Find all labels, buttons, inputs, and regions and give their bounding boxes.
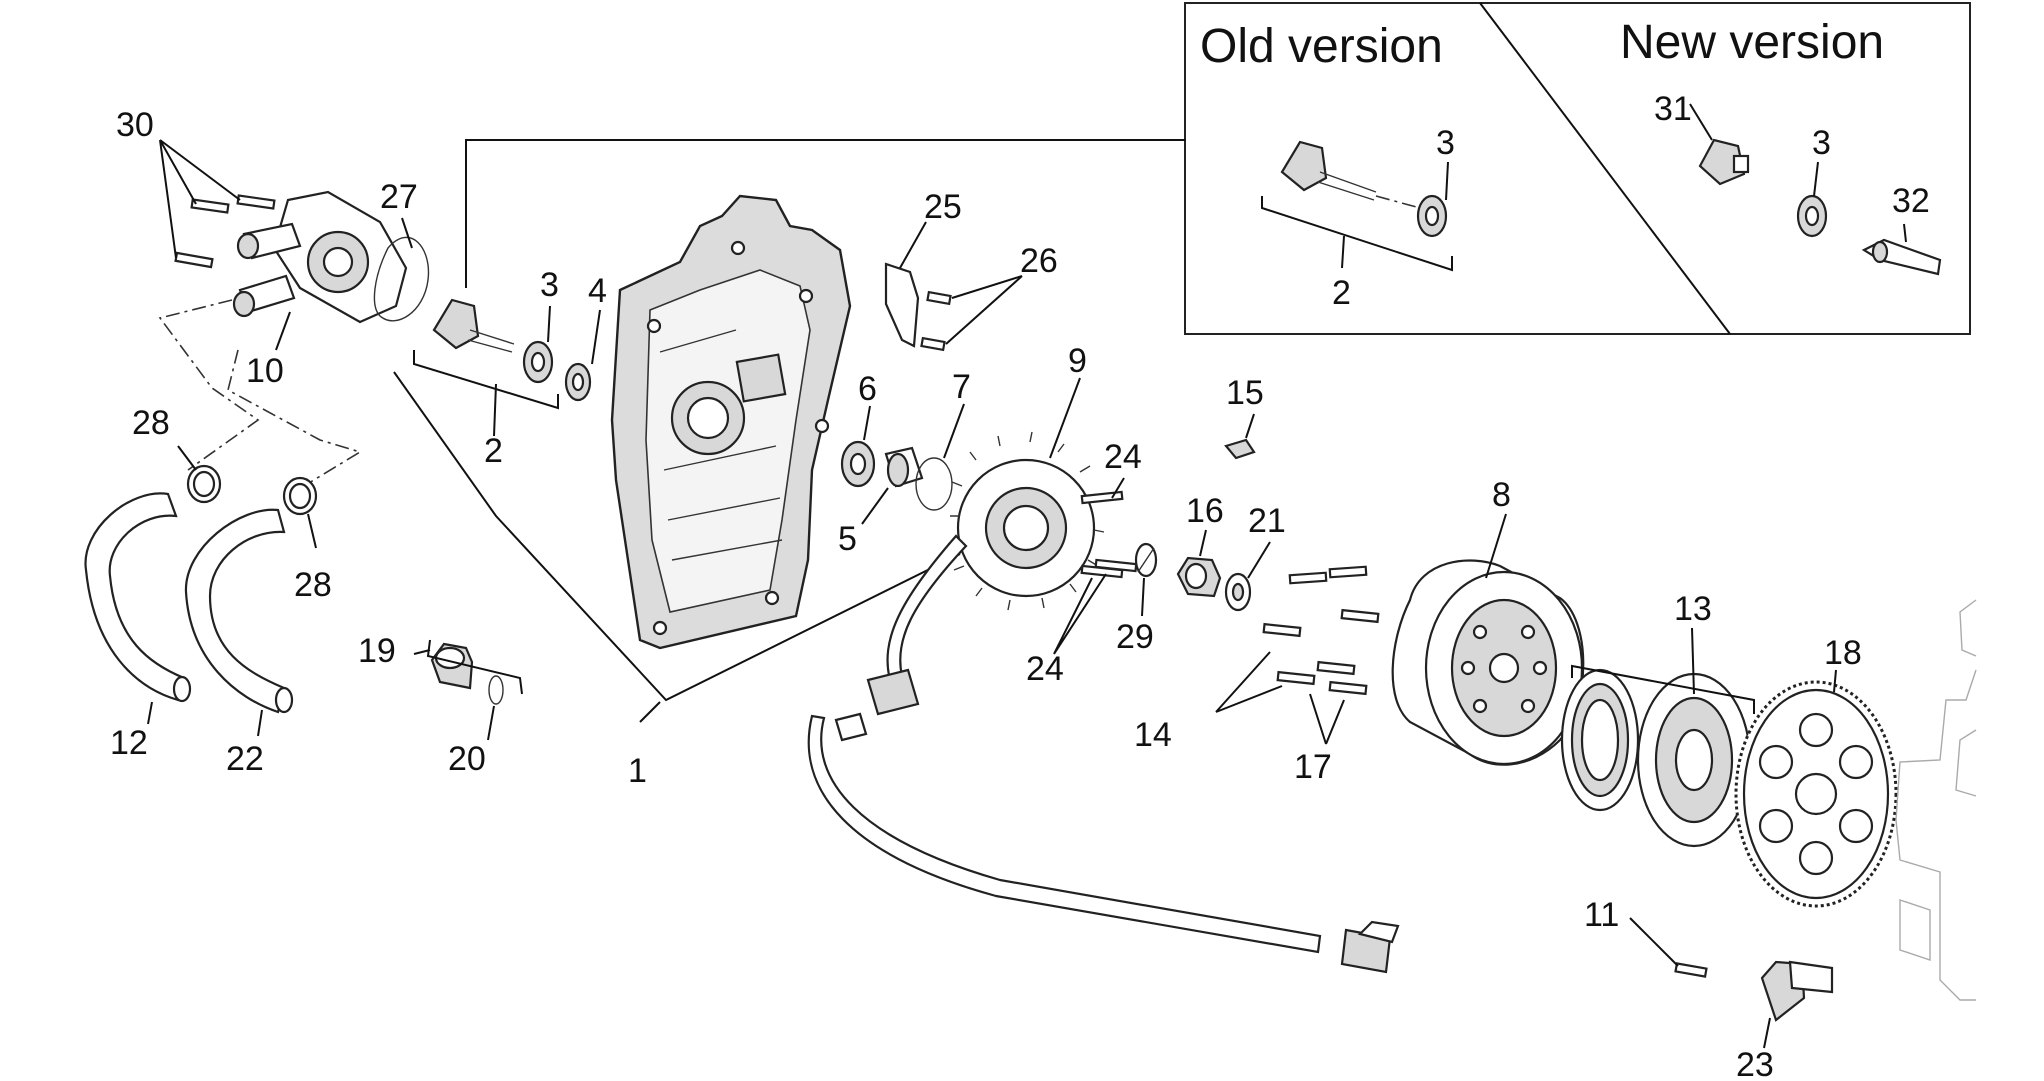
callout-29: 29	[1116, 618, 1154, 656]
bracket-25	[884, 262, 920, 348]
pump-shaft-2	[432, 298, 515, 353]
callout-2-inset: 2	[1332, 274, 1351, 312]
screw-11	[1674, 962, 1708, 978]
screws-26	[920, 290, 952, 352]
old-version-title: Old version	[1200, 20, 1443, 73]
clamp-28a	[186, 464, 222, 504]
callout-20: 20	[448, 740, 486, 778]
hose-22	[184, 508, 286, 714]
stator-9	[947, 431, 1105, 611]
callout-labels: 1 2 2 3 3 3 4 5 6 7 8 9 10 11 12 13 14 1…	[110, 90, 1930, 1081]
callout-27: 27	[380, 178, 418, 216]
flywheel-8	[1391, 559, 1585, 766]
gasket-27	[373, 236, 430, 322]
callout-16: 16	[1186, 492, 1224, 530]
bolts-24	[1080, 490, 1138, 579]
engine-cover-1	[610, 194, 852, 650]
starter-gear-18	[1734, 680, 1898, 908]
callout-7: 7	[952, 368, 971, 406]
freewheel-13	[1560, 668, 1752, 848]
new-shaft-32	[1861, 238, 1942, 276]
callout-17: 17	[1294, 748, 1332, 786]
callout-31: 31	[1654, 90, 1692, 128]
new-seal-3	[1796, 194, 1828, 238]
washer-21	[1224, 572, 1252, 612]
callout-23: 23	[1736, 1046, 1774, 1081]
screws-14	[1262, 565, 1368, 686]
callout-25: 25	[924, 188, 962, 226]
callout-10: 10	[246, 352, 284, 390]
new-version-title: New version	[1620, 16, 1884, 69]
callout-8: 8	[1492, 476, 1511, 514]
oring-20	[488, 675, 504, 705]
nut-16	[1176, 556, 1222, 598]
callout-12: 12	[110, 724, 148, 762]
callout-26: 26	[1020, 242, 1058, 280]
bracket-23	[1760, 960, 1834, 1022]
callout-22: 22	[226, 740, 264, 778]
callout-11: 11	[1584, 896, 1619, 934]
callout-3: 3	[540, 266, 559, 304]
old-pump-shaft	[1280, 140, 1421, 209]
washer-4	[564, 362, 592, 402]
callout-21: 21	[1248, 502, 1286, 540]
hose-12	[84, 492, 186, 702]
screws-30	[174, 194, 276, 269]
engine-outline-ghost	[1895, 599, 1977, 1001]
pump-cover-10	[232, 190, 408, 324]
oring-7	[915, 457, 953, 511]
callout-32: 32	[1892, 182, 1930, 220]
callout-4: 4	[588, 272, 607, 310]
callout-6: 6	[858, 370, 877, 408]
callout-15: 15	[1226, 374, 1264, 412]
callout-30: 30	[116, 106, 154, 144]
callout-1: 1	[628, 752, 647, 790]
clamp-28b	[282, 476, 318, 516]
callout-28a: 28	[132, 404, 170, 442]
wire-harness	[807, 534, 1400, 974]
callout-28b: 28	[294, 566, 332, 604]
callout-24a: 24	[1104, 438, 1142, 476]
seal-3-main	[522, 340, 554, 384]
seal-6	[840, 440, 876, 488]
callout-9: 9	[1068, 342, 1087, 380]
disc-29	[1134, 542, 1158, 578]
screws-17	[1316, 608, 1380, 696]
callout-13: 13	[1674, 590, 1712, 628]
old-seal-3	[1416, 194, 1448, 238]
callout-18: 18	[1824, 634, 1862, 672]
callout-14: 14	[1134, 716, 1172, 754]
callout-2: 2	[484, 432, 503, 470]
new-impeller-31	[1698, 138, 1750, 186]
callout-3-old: 3	[1436, 124, 1455, 162]
key-15	[1224, 438, 1256, 460]
bushing-5	[884, 446, 924, 488]
callout-19: 19	[358, 632, 396, 670]
version-inset: Old version New version	[1184, 2, 1971, 335]
callout-24b: 24	[1026, 650, 1064, 688]
callout-5: 5	[838, 520, 857, 558]
callout-3-new: 3	[1812, 124, 1831, 162]
